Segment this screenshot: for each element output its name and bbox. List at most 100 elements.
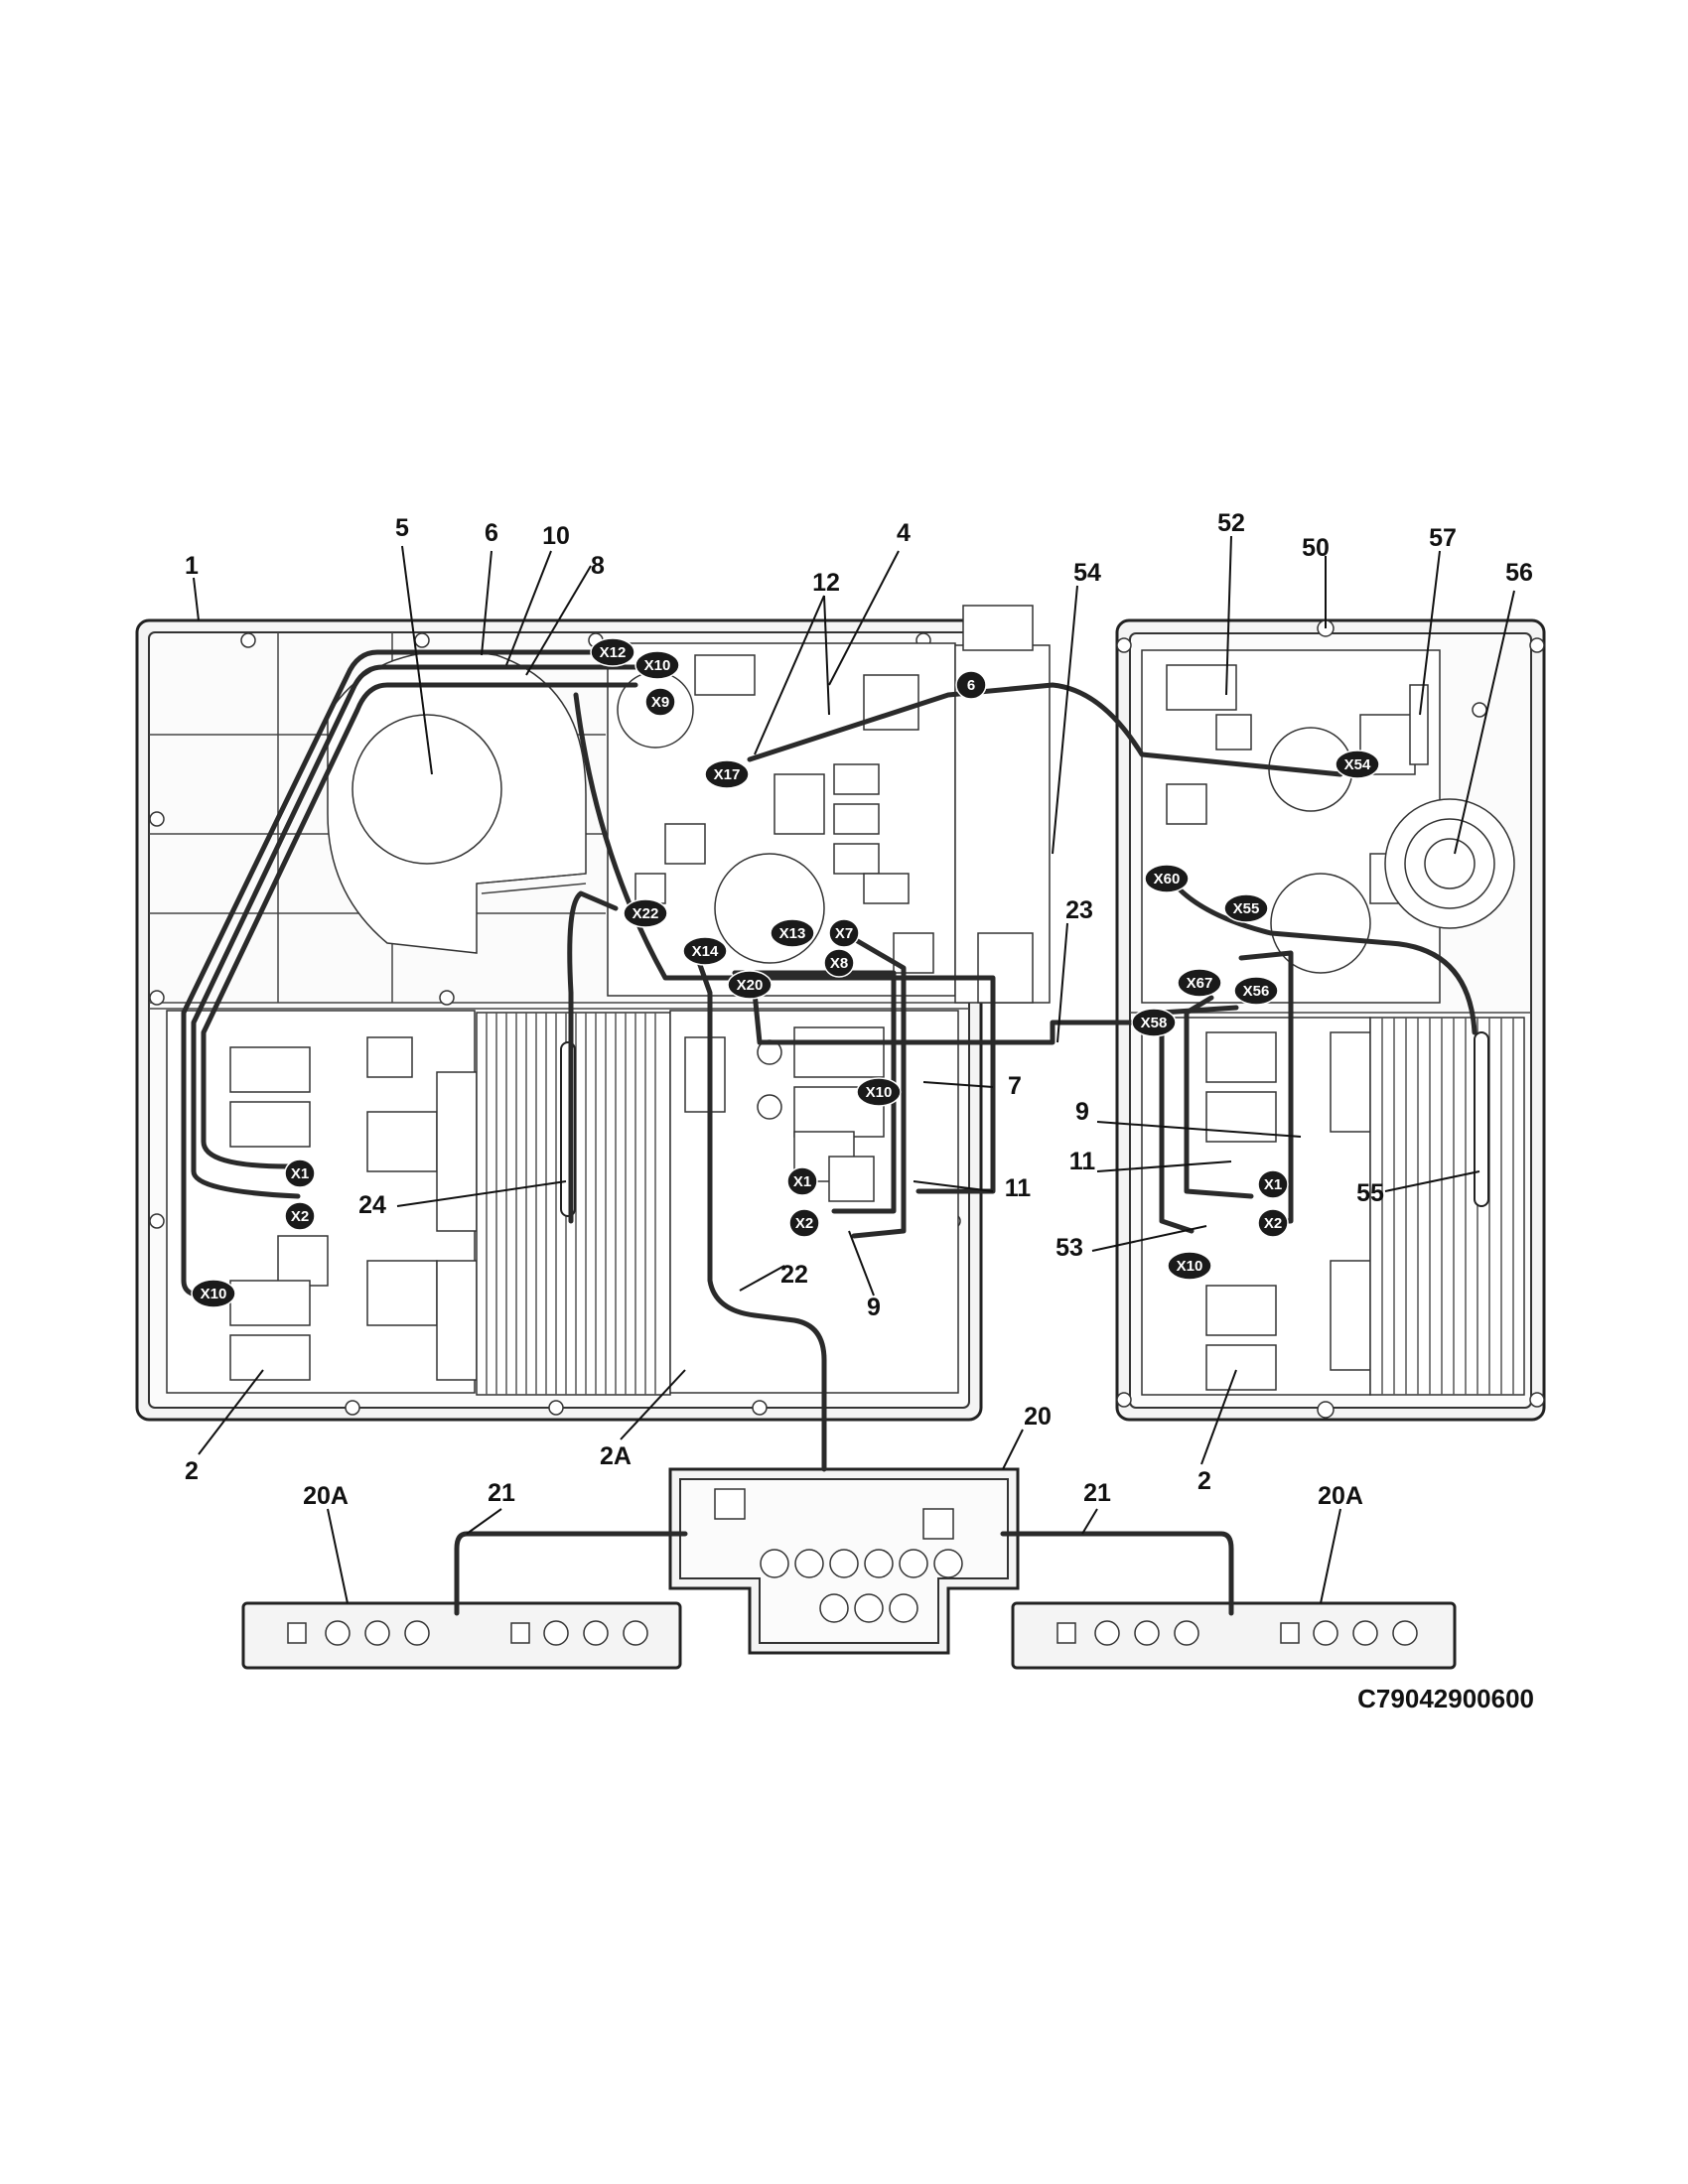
cable-harnesses xyxy=(181,649,1477,1616)
connector-badge: X10 xyxy=(191,1279,236,1308)
connector-label: X55 xyxy=(1233,900,1260,917)
connector-label: X10 xyxy=(866,1084,893,1101)
connector-badge: X58 xyxy=(1131,1008,1177,1037)
connector-label: X10 xyxy=(1177,1258,1203,1275)
connector-badge: X8 xyxy=(823,948,855,978)
connector-badge: X60 xyxy=(1144,864,1190,893)
left-housing xyxy=(135,605,1051,1422)
callout-label: 9 xyxy=(867,1294,881,1321)
callout-label: 11 xyxy=(1069,1148,1096,1175)
connector-shape xyxy=(1233,976,1279,1006)
connector-shape xyxy=(1177,968,1222,998)
connector-shape xyxy=(284,1201,316,1231)
touch-control-board-left xyxy=(241,1601,682,1670)
connector-shape xyxy=(788,1208,820,1238)
connector-label: X13 xyxy=(779,925,806,942)
connector-shape xyxy=(284,1159,316,1188)
heatsink-right xyxy=(1369,1017,1525,1396)
connector-badge: X9 xyxy=(644,687,676,717)
callout-label: 6 xyxy=(485,519,498,547)
touch-control-board-right xyxy=(1011,1601,1457,1670)
connector-label: X67 xyxy=(1187,975,1213,992)
connector-label: X1 xyxy=(291,1165,309,1182)
connector-label: X20 xyxy=(737,977,764,994)
connector-badge: X12 xyxy=(590,637,635,667)
connector-shape xyxy=(955,670,987,700)
connector-badge: X10 xyxy=(1167,1251,1212,1281)
connector-shape xyxy=(682,936,728,966)
callout-label: 56 xyxy=(1505,559,1533,587)
callout-label: 57 xyxy=(1429,524,1457,552)
connector-shape xyxy=(623,898,668,928)
connector-badge: X10 xyxy=(856,1077,902,1107)
connector-badge: X1 xyxy=(786,1166,818,1196)
connector-label: 6 xyxy=(967,677,975,694)
connector-badge: X14 xyxy=(682,936,728,966)
connector-badge: X55 xyxy=(1223,893,1269,923)
connector-badge: X1 xyxy=(1257,1169,1289,1199)
connector-shape xyxy=(786,1166,818,1196)
callout-label: 52 xyxy=(1217,509,1245,537)
connector-shape xyxy=(634,650,680,680)
fan-57-56 xyxy=(1384,684,1515,929)
callout-label: 5 xyxy=(395,514,409,542)
connector-shape xyxy=(1167,1251,1212,1281)
user-interface-board xyxy=(668,1467,1020,1655)
callout-label: 54 xyxy=(1073,559,1101,587)
connector-shape xyxy=(644,687,676,717)
right-housing xyxy=(1115,618,1546,1422)
screw-posts xyxy=(149,632,961,1416)
connector-shape xyxy=(828,918,860,948)
callout-label: 20 xyxy=(1024,1403,1052,1431)
connector-badge: X17 xyxy=(704,759,750,789)
right-control-board xyxy=(1141,649,1441,1004)
connector-badge: X2 xyxy=(284,1201,316,1231)
connector-badge: X10 xyxy=(634,650,680,680)
callout-label: 4 xyxy=(897,519,911,547)
connector-label: X2 xyxy=(1264,1215,1282,1232)
connector-badge: X20 xyxy=(727,970,773,1000)
connector-label: X60 xyxy=(1154,871,1181,887)
connector-label: X2 xyxy=(795,1215,813,1232)
callout-label: 8 xyxy=(591,552,605,580)
callout-label: 50 xyxy=(1302,534,1330,562)
blower-fan xyxy=(327,650,587,954)
connector-shape xyxy=(704,759,750,789)
connector-badge: X67 xyxy=(1177,968,1222,998)
connector-shape xyxy=(770,918,815,948)
callout-label: 2 xyxy=(1197,1467,1211,1495)
callout-label: 9 xyxy=(1075,1098,1089,1126)
connector-shape xyxy=(590,637,635,667)
callout-label: 20A xyxy=(1318,1482,1363,1510)
callout-label: 11 xyxy=(1005,1174,1032,1202)
callout-label: 55 xyxy=(1356,1179,1384,1207)
connector-badge: X22 xyxy=(623,898,668,928)
connector-label: X56 xyxy=(1243,983,1270,1000)
connector-shape xyxy=(1131,1008,1177,1037)
connector-badge: X2 xyxy=(788,1208,820,1238)
power-board-right xyxy=(669,1010,959,1394)
connector-badge: 6 xyxy=(955,670,987,700)
callout-label: 21 xyxy=(1083,1479,1111,1507)
connector-label: X22 xyxy=(633,905,659,922)
connector-label: X58 xyxy=(1141,1015,1168,1031)
callout-label: 53 xyxy=(1055,1234,1083,1262)
connector-shape xyxy=(856,1077,902,1107)
callout-label: 24 xyxy=(358,1191,386,1219)
connector-label: X54 xyxy=(1344,756,1371,773)
connector-label: X1 xyxy=(1264,1176,1282,1193)
callout-leaders xyxy=(193,535,1515,1604)
connector-shape xyxy=(1223,893,1269,923)
connector-label: X8 xyxy=(830,955,848,972)
connector-label: X10 xyxy=(201,1286,227,1302)
callout-label: 22 xyxy=(780,1261,808,1289)
connector-shape xyxy=(191,1279,236,1308)
callout-label: 10 xyxy=(542,522,570,550)
connector-label: X17 xyxy=(714,766,741,783)
connector-badge: X56 xyxy=(1233,976,1279,1006)
callout-label: 2 xyxy=(185,1457,199,1485)
callout-label: 1 xyxy=(185,552,199,580)
callout-label: 7 xyxy=(1008,1072,1022,1100)
